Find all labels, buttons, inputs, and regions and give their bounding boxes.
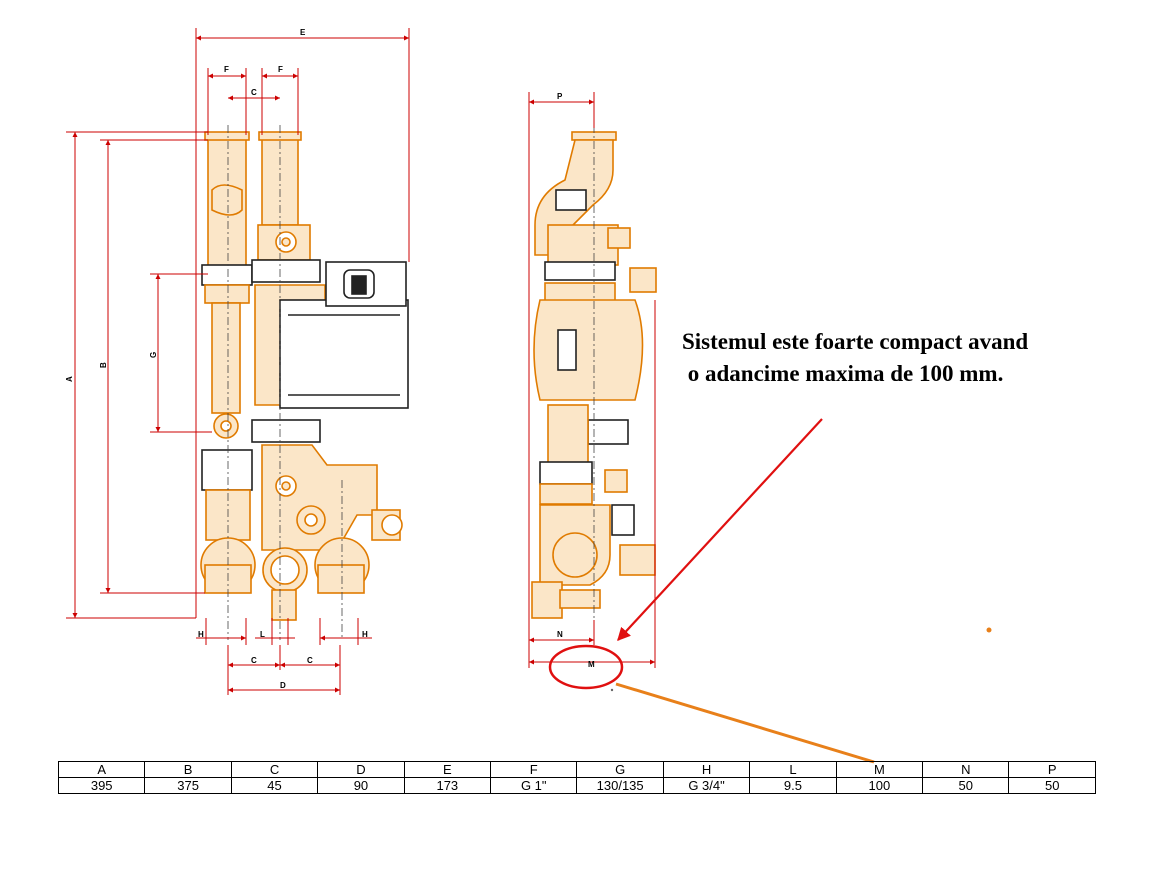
front-view — [200, 125, 409, 640]
dim-label-b: B — [99, 362, 108, 368]
callout-line-2: o adancime maxima de 100 mm. — [682, 361, 1004, 386]
table-cell: 45 — [230, 777, 319, 794]
dim-label-c-right: C — [307, 656, 313, 665]
dim-label-c-top: C — [251, 88, 257, 97]
dimension-labels: E F F C A B G H L H C C D P N M — [65, 28, 595, 690]
table-cell: 9.5 — [749, 777, 837, 794]
dim-label-g: G — [149, 352, 158, 358]
red-pointer-arrow — [617, 418, 823, 641]
callout-line-1: Sistemul este foarte compact avand — [682, 329, 1029, 354]
table-cell: 130/135 — [576, 777, 664, 794]
table-header-cell: E — [403, 761, 492, 778]
dim-label-m: M — [588, 660, 595, 669]
small-mark — [610, 688, 614, 692]
dim-label-a: A — [65, 376, 74, 382]
dim-label-h-right: H — [362, 630, 368, 639]
dimensions-table: A B C D E F G H L M N P 395 375 45 90 17… — [57, 761, 1096, 794]
table-header-row: A B C D E F G H L M N P — [57, 761, 1096, 778]
table-cell: 100 — [835, 777, 924, 794]
table-header-cell: H — [662, 761, 751, 778]
orange-connector-line — [615, 682, 875, 764]
dim-label-f-left: F — [224, 65, 229, 74]
highlight-ellipse — [548, 644, 624, 690]
table-header-cell: M — [835, 761, 924, 778]
table-cell: 375 — [144, 777, 232, 794]
orange-dot — [986, 627, 992, 633]
table-header-cell: B — [144, 761, 232, 778]
callout-note: Sistemul este foarte compact avand o ada… — [682, 326, 1162, 390]
dim-label-c-left: C — [251, 656, 257, 665]
table-header-cell: P — [1008, 761, 1096, 778]
dim-label-l: L — [260, 630, 265, 639]
table-cell: 90 — [317, 777, 405, 794]
table-cell: 395 — [57, 777, 146, 794]
table-header-cell: C — [230, 761, 319, 778]
table-header-cell: F — [490, 761, 578, 778]
table-header-cell: L — [749, 761, 837, 778]
dim-label-p: P — [557, 92, 563, 101]
side-dimensions — [528, 92, 656, 668]
dim-label-n: N — [557, 630, 563, 639]
table-cell: 50 — [922, 777, 1010, 794]
table-cell: 173 — [403, 777, 492, 794]
dim-label-d: D — [280, 681, 286, 690]
side-view — [531, 125, 657, 640]
table-cell: G 1" — [490, 777, 578, 794]
dim-label-f-right: F — [278, 65, 283, 74]
dim-label-e: E — [300, 28, 306, 37]
dim-label-h-left: H — [198, 630, 204, 639]
table-header-cell: A — [57, 761, 146, 778]
table-cell: 50 — [1008, 777, 1096, 794]
table-row: 395 375 45 90 173 G 1" 130/135 G 3/4" 9.… — [57, 777, 1096, 794]
table-header-cell: N — [922, 761, 1010, 778]
table-cell: G 3/4" — [662, 777, 751, 794]
table-header-cell: G — [576, 761, 664, 778]
front-dimensions — [66, 28, 410, 695]
table-header-cell: D — [317, 761, 405, 778]
